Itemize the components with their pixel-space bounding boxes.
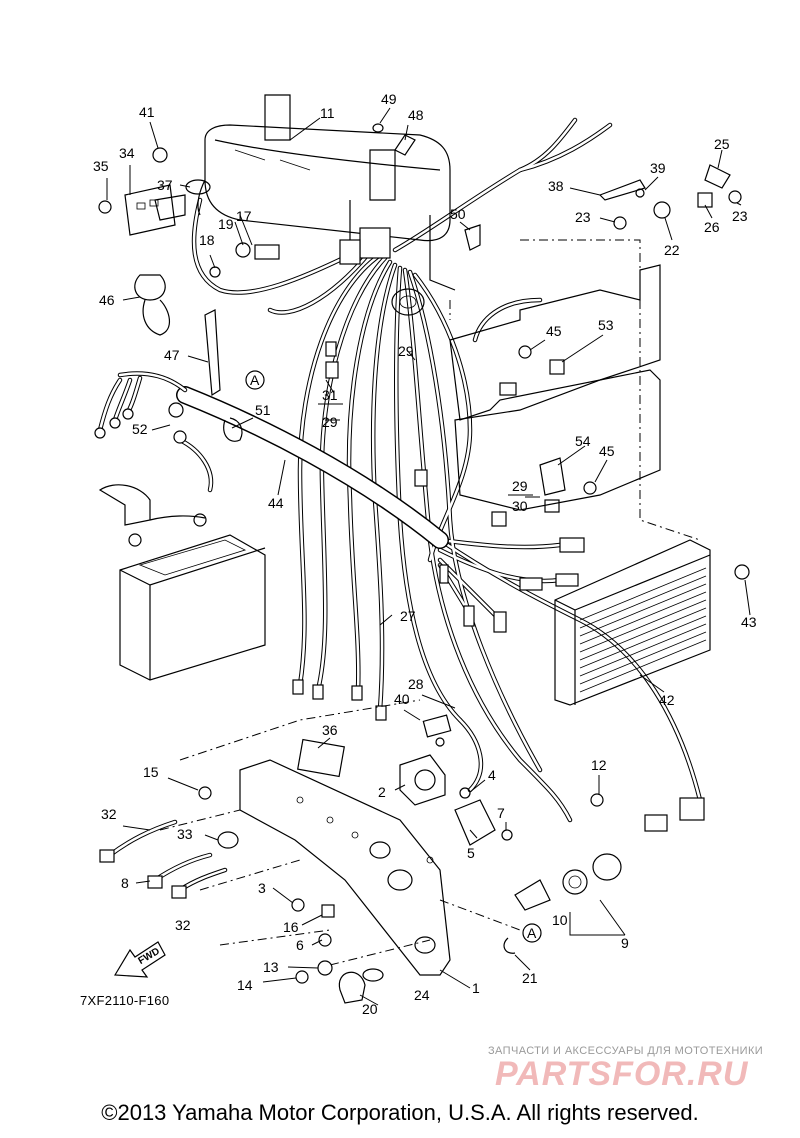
diagram-code: 7XF2110-F160 <box>80 993 170 1008</box>
callout-38: 38 <box>548 178 564 194</box>
small-parts <box>98 123 750 1004</box>
ecu-unit <box>554 539 711 706</box>
callout-23: 23 <box>575 209 591 225</box>
callout-21: 21 <box>522 970 538 986</box>
clamps <box>134 179 243 442</box>
callout-11: 11 <box>320 105 335 121</box>
callout-50: 50 <box>450 206 466 222</box>
ref-letter: A <box>250 372 260 388</box>
callout-45: 45 <box>546 323 562 339</box>
ref-markers: A A <box>245 370 542 943</box>
mounting-bracket <box>449 239 701 541</box>
callout-15: 15 <box>143 764 159 780</box>
callout-51: 51 <box>255 402 271 418</box>
callout-2: 2 <box>378 784 386 800</box>
watermark-logo: PARTSFOR.RU <box>495 1057 749 1093</box>
callout-41: 41 <box>139 104 155 120</box>
callout-52: 52 <box>132 421 148 437</box>
callout-10: 10 <box>552 912 568 928</box>
callout-9: 9 <box>621 935 629 951</box>
callout-14: 14 <box>237 977 253 993</box>
callout-49: 49 <box>381 91 397 107</box>
callout-34: 34 <box>119 145 135 161</box>
callout-18: 18 <box>199 232 215 248</box>
callout-47: 47 <box>164 347 180 363</box>
callout-4: 4 <box>488 767 496 783</box>
callout-12: 12 <box>591 757 607 773</box>
callout-25: 25 <box>714 136 730 152</box>
callout-20: 20 <box>362 1001 378 1017</box>
callout-3: 3 <box>258 880 266 896</box>
callout-6: 6 <box>296 937 304 953</box>
callout-22: 22 <box>664 242 680 258</box>
callout-29c: 29 <box>512 478 528 494</box>
callout-32: 32 <box>101 806 117 822</box>
callout-29b: 29 <box>322 414 338 430</box>
callout-24: 24 <box>414 987 430 1003</box>
callout-45b: 45 <box>599 443 615 459</box>
callout-36: 36 <box>322 722 338 738</box>
callout-54: 54 <box>575 433 591 449</box>
battery <box>98 484 266 681</box>
callout-30: 30 <box>512 498 528 514</box>
callout-44: 44 <box>268 495 284 511</box>
callout-numbers: 1 2 3 4 5 6 7 8 9 10 11 12 13 14 15 16 1… <box>93 91 757 1017</box>
callout-32b: 32 <box>175 917 191 933</box>
callout-16: 16 <box>283 919 299 935</box>
callout-31: 31 <box>322 387 338 403</box>
lower-panel <box>159 699 521 976</box>
callout-53: 53 <box>598 317 614 333</box>
callout-17: 17 <box>236 208 252 224</box>
ref-letter: A <box>527 925 537 941</box>
callout-23b: 23 <box>732 208 748 224</box>
svg-text:PARTSFOR.RU: PARTSFOR.RU <box>495 1057 749 1093</box>
callout-37: 37 <box>157 177 173 193</box>
callout-46: 46 <box>99 292 115 308</box>
callout-42: 42 <box>659 692 675 708</box>
callout-7: 7 <box>497 805 505 821</box>
battery-cable <box>94 371 214 493</box>
callout-28: 28 <box>408 676 424 692</box>
callout-43: 43 <box>741 614 757 630</box>
leader-lines <box>106 107 751 1006</box>
callout-8: 8 <box>121 875 129 891</box>
copyright-notice: ©2013 Yamaha Motor Corporation, U.S.A. A… <box>101 1100 699 1125</box>
fwd-arrow: FWD <box>113 941 166 978</box>
wire-harness <box>176 117 705 832</box>
callout-1: 1 <box>472 980 480 996</box>
callout-33: 33 <box>177 826 193 842</box>
callout-29: 29 <box>398 343 414 359</box>
callout-35: 35 <box>93 158 109 174</box>
meter-panel <box>124 184 176 236</box>
callout-19: 19 <box>218 216 234 232</box>
callout-27: 27 <box>400 608 416 624</box>
callout-48: 48 <box>408 107 424 123</box>
callout-40: 40 <box>394 691 410 707</box>
callout-39: 39 <box>650 160 666 176</box>
callout-26: 26 <box>704 219 720 235</box>
harness-housing <box>197 94 456 316</box>
watermark-caption: ЗАПЧАСТИ И АКСЕССУАРЫ ДЛЯ МОТОТЕХНИКИ <box>488 1045 764 1057</box>
fwd-label: FWD <box>137 946 162 967</box>
callout-13: 13 <box>263 959 279 975</box>
callout-5: 5 <box>467 845 475 861</box>
